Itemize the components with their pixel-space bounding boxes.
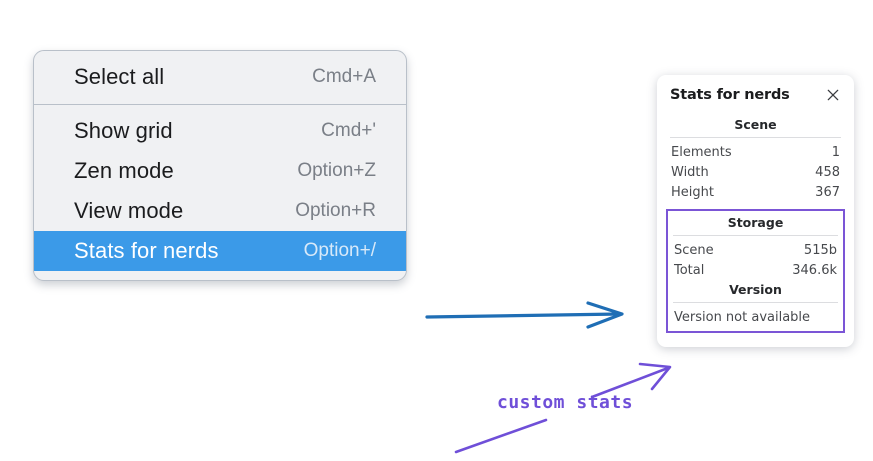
section-rule bbox=[673, 302, 838, 303]
row-value: 367 bbox=[815, 185, 840, 200]
stats-panel-header: Stats for nerds bbox=[670, 87, 841, 103]
row-value: 458 bbox=[815, 165, 840, 180]
version-note: Version not available bbox=[674, 310, 811, 325]
menu-item-view-mode[interactable]: View mode Option+R bbox=[34, 191, 406, 231]
stats-section-storage: Storage Scene 515b Total 346.6k bbox=[673, 214, 838, 281]
menu-group-2: Show grid Cmd+' Zen mode Option+Z View m… bbox=[34, 111, 406, 271]
menu-item-shortcut: Option+/ bbox=[303, 239, 376, 261]
table-row: Width 458 bbox=[670, 163, 841, 183]
section-title: Scene bbox=[734, 117, 777, 132]
menu-item-select-all[interactable]: Select all Cmd+A bbox=[34, 57, 406, 97]
table-row: Height 367 bbox=[670, 183, 841, 203]
stats-for-nerds-panel[interactable]: Stats for nerds Scene Elements 1 Width 4… bbox=[657, 75, 854, 347]
menu-item-label: View mode bbox=[74, 197, 184, 223]
menu-item-show-grid[interactable]: Show grid Cmd+' bbox=[34, 111, 406, 151]
menu-item-label: Select all bbox=[74, 63, 165, 89]
section-rule bbox=[670, 137, 841, 138]
menu-item-label: Stats for nerds bbox=[74, 237, 219, 263]
menu-separator bbox=[34, 104, 406, 105]
row-key: Scene bbox=[674, 243, 714, 258]
stats-section-scene: Scene Elements 1 Width 458 Height 367 bbox=[670, 115, 841, 203]
custom-stats-highlight-box: Storage Scene 515b Total 346.6k Version … bbox=[666, 209, 845, 333]
row-value: 1 bbox=[831, 145, 840, 160]
row-key: Width bbox=[671, 165, 709, 180]
table-row: Elements 1 bbox=[670, 143, 841, 163]
menu-group-1: Select all Cmd+A bbox=[34, 57, 406, 97]
stats-section-version: Version Version not available bbox=[673, 281, 838, 326]
menu-item-stats-for-nerds[interactable]: Stats for nerds Option+/ bbox=[34, 231, 406, 271]
section-title: Storage bbox=[727, 215, 784, 230]
context-menu[interactable]: Select all Cmd+A Show grid Cmd+' Zen mod… bbox=[33, 50, 407, 281]
row-key: Elements bbox=[671, 145, 732, 160]
stats-panel-title: Stats for nerds bbox=[670, 87, 790, 103]
row-key: Total bbox=[674, 263, 705, 278]
menu-item-zen-mode[interactable]: Zen mode Option+Z bbox=[34, 151, 406, 191]
table-row: Total 346.6k bbox=[673, 261, 838, 281]
row-value: 515b bbox=[803, 243, 837, 258]
annotation-label-custom-stats: custom stats bbox=[497, 392, 634, 413]
row-value: 346.6k bbox=[792, 263, 837, 278]
menu-item-label: Zen mode bbox=[74, 157, 174, 183]
menu-item-shortcut: Cmd+' bbox=[321, 119, 376, 141]
menu-item-shortcut: Cmd+A bbox=[312, 65, 376, 87]
menu-item-shortcut: Option+Z bbox=[297, 159, 376, 181]
purple-underline-stroke bbox=[454, 418, 548, 454]
blue-arrow-right-icon bbox=[425, 301, 624, 329]
section-rule bbox=[673, 235, 838, 236]
row-key: Height bbox=[671, 185, 714, 200]
menu-item-label: Show grid bbox=[74, 117, 173, 143]
menu-item-shortcut: Option+R bbox=[295, 199, 376, 221]
section-title: Version bbox=[729, 282, 782, 297]
close-icon[interactable] bbox=[825, 87, 841, 103]
table-row: Scene 515b bbox=[673, 241, 838, 261]
